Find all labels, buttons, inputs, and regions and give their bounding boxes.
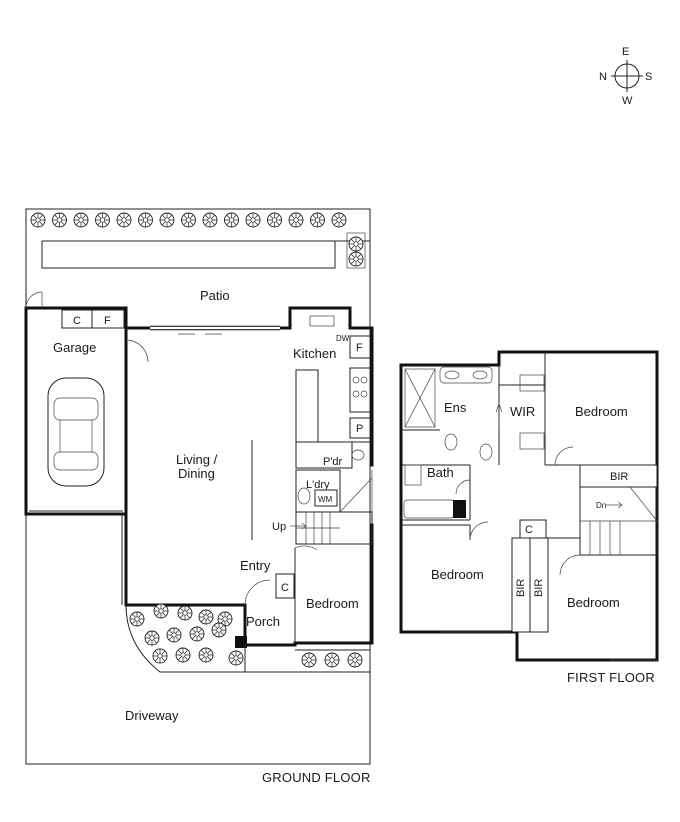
compass: E N S W — [599, 46, 652, 107]
kitchen-fridge-space — [349, 335, 371, 359]
pantry-label: P — [356, 423, 363, 435]
shrub-icon — [30, 212, 46, 228]
shrub-icon — [202, 212, 218, 228]
powder-label: P'dr — [323, 456, 343, 468]
first-floor-caption: FIRST FLOOR — [567, 670, 655, 685]
shrub-icon — [348, 251, 364, 267]
bir1-label: BIR — [610, 471, 628, 483]
shrub-icon — [224, 212, 239, 228]
washing-machine-label: WM — [318, 495, 333, 504]
shrub-icon — [310, 212, 325, 228]
ensuite-vanity — [439, 366, 493, 384]
stair-up-label: Up — [272, 521, 286, 533]
first-floor-plan — [399, 350, 659, 662]
garage-fridge-label: F — [104, 315, 111, 327]
dining-label: Dining — [178, 466, 215, 481]
shrub-icon — [198, 647, 214, 663]
bir3-label: BIR — [533, 579, 545, 597]
shrub-icon — [116, 212, 132, 228]
pantry — [349, 417, 371, 439]
hall-cupboard — [519, 519, 547, 539]
shrub-icon — [177, 605, 193, 621]
shrub-icon — [324, 652, 340, 668]
compass-north-label: N — [599, 71, 607, 83]
entry-label: Entry — [240, 558, 271, 573]
shrub-icon — [73, 212, 89, 228]
linen-post — [453, 500, 466, 518]
shrub-icon — [175, 647, 191, 663]
shrub-icon — [228, 650, 244, 666]
kitchen-fridge-label: F — [356, 342, 363, 354]
shrub-icon — [189, 626, 205, 642]
ground-floor-plan — [24, 208, 374, 765]
bathtub — [403, 499, 455, 519]
car-icon — [47, 377, 105, 487]
cooktop — [349, 367, 371, 413]
garage-cupboard-label: C — [73, 315, 81, 327]
garage-fridge-space — [91, 309, 125, 329]
garage-walls — [24, 306, 128, 516]
shrub-icon — [138, 212, 153, 228]
shrub-icon — [144, 630, 160, 646]
ensuite-label: Ens — [444, 400, 467, 415]
garage-label: Garage — [53, 340, 96, 355]
bir2-label: BIR — [515, 579, 527, 597]
patio-label: Patio — [200, 288, 230, 303]
washing-machine — [314, 489, 338, 507]
shrub-icon — [198, 609, 214, 625]
entry-cupboard-label: C — [281, 582, 289, 594]
driveway-label: Driveway — [125, 708, 179, 723]
ground-floor-caption: GROUND FLOOR — [262, 770, 371, 785]
porch-post — [235, 636, 247, 648]
shrub-icon — [166, 627, 182, 643]
shrub-icon — [211, 622, 227, 638]
shrub-icon — [52, 212, 67, 228]
shrub-icon — [331, 212, 347, 228]
shrub-icon — [152, 648, 168, 664]
dishwasher-label: DW — [336, 334, 350, 343]
living-label: Living / — [176, 452, 218, 467]
laundry-label: L'dry — [306, 479, 330, 491]
stair-down-label: Dn — [596, 501, 606, 510]
kitchen-sink — [309, 315, 335, 327]
shrub-icon — [181, 212, 196, 228]
compass-south-label: S — [645, 71, 652, 83]
entry-cupboard — [275, 573, 295, 599]
wir-label: WIR — [510, 404, 535, 419]
shrub-icon — [348, 236, 364, 252]
shrub-icon — [347, 652, 363, 668]
shrub-icon — [129, 611, 145, 627]
shrub-icon — [267, 212, 282, 228]
shrub-icon — [301, 652, 317, 668]
bath-label: Bath — [427, 465, 454, 480]
shrub-icon — [153, 603, 169, 619]
bir-bedroom3 — [529, 537, 549, 633]
ground-bedroom-label: Bedroom — [306, 596, 359, 611]
shrub-icon — [159, 212, 175, 228]
kitchen-label: Kitchen — [293, 346, 336, 361]
bedroom1-label: Bedroom — [575, 404, 628, 419]
bedroom3-label: Bedroom — [567, 595, 620, 610]
shrub-icon — [95, 212, 110, 228]
compass-east-label: E — [622, 46, 629, 58]
shrub-icon — [245, 212, 261, 228]
compass-west-label: W — [622, 95, 633, 107]
hall-cupboard-label: C — [525, 524, 533, 536]
bedroom2-label: Bedroom — [431, 567, 484, 582]
porch-label: Porch — [246, 614, 280, 629]
kitchen-island — [295, 369, 319, 443]
shrub-icon — [288, 212, 304, 228]
